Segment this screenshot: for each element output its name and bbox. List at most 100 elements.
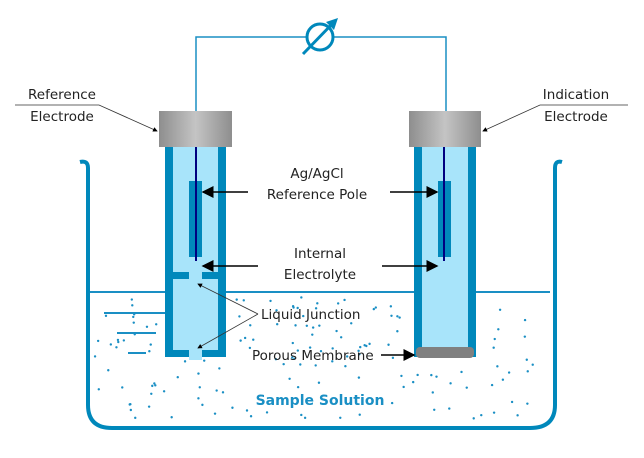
particle (480, 413, 483, 417)
particle (153, 382, 156, 385)
particle (243, 336, 247, 340)
particle (448, 407, 451, 410)
particle (238, 315, 241, 318)
particle (239, 339, 242, 342)
particle (497, 328, 500, 331)
particle (449, 382, 452, 385)
porous-membrane (416, 347, 474, 358)
particle (343, 298, 346, 302)
particle (311, 333, 314, 336)
particle (129, 408, 133, 412)
particle (507, 371, 511, 374)
particle (274, 358, 278, 361)
particle (317, 381, 321, 384)
particle (203, 359, 206, 362)
particle (245, 409, 249, 412)
particle (374, 306, 378, 309)
particle (300, 296, 303, 299)
particle (97, 388, 101, 391)
particle (531, 363, 534, 366)
particle (155, 323, 158, 326)
particle (162, 390, 166, 393)
particle (305, 324, 309, 327)
particle (291, 341, 294, 345)
particle (130, 298, 134, 301)
particle (387, 343, 390, 346)
pointer-arrows (201, 186, 439, 361)
particle (201, 403, 204, 407)
particle (291, 356, 294, 359)
particle (299, 363, 302, 366)
particle (339, 336, 343, 339)
particle (269, 299, 272, 303)
particle (132, 315, 135, 319)
particle (128, 403, 131, 406)
particle (242, 299, 245, 302)
particle (121, 386, 124, 389)
particle (350, 322, 353, 325)
particle (523, 335, 527, 338)
particle (402, 385, 405, 389)
particle (400, 374, 403, 378)
particle (359, 345, 362, 349)
particle (460, 370, 463, 374)
particle (498, 308, 502, 311)
particle (391, 356, 395, 360)
particle (132, 321, 135, 324)
particle (345, 355, 349, 358)
particle (435, 375, 438, 378)
particle (294, 324, 297, 327)
particle (501, 378, 505, 381)
particle (288, 377, 291, 381)
particle (107, 369, 110, 372)
particle (363, 344, 366, 347)
particle (296, 385, 300, 389)
particle (492, 411, 496, 414)
particle (131, 304, 134, 307)
particle (296, 349, 300, 352)
particle (368, 342, 371, 346)
particle (493, 337, 496, 341)
particle (176, 376, 179, 379)
particle (93, 355, 97, 358)
particle (302, 314, 305, 318)
particle (344, 364, 347, 368)
particle (389, 305, 393, 308)
particle (372, 307, 376, 311)
internal-electrolyte-label: Internal (294, 246, 346, 262)
particle (104, 314, 108, 318)
voltmeter-icon (301, 18, 338, 56)
particle (116, 338, 120, 342)
particle (316, 302, 319, 305)
particle (275, 309, 278, 312)
particle (526, 402, 529, 405)
particle (197, 397, 200, 400)
particle (115, 346, 118, 349)
particle (516, 414, 519, 417)
particle (430, 373, 433, 377)
particle (472, 417, 475, 420)
particle (248, 346, 252, 350)
particle (390, 314, 393, 318)
particle (213, 412, 217, 415)
particle (336, 302, 340, 305)
particle (390, 401, 394, 405)
particle (331, 347, 334, 350)
particle (431, 391, 434, 394)
particle (433, 408, 436, 411)
particle (314, 364, 317, 367)
particle (314, 307, 318, 310)
particle (117, 340, 120, 344)
porous-membrane-label: Porous Membrane (252, 348, 374, 364)
particle (318, 324, 321, 327)
particle (215, 389, 218, 392)
particle (154, 384, 157, 387)
particle (218, 367, 221, 370)
particle (398, 316, 401, 319)
particle (308, 346, 312, 349)
particle (145, 325, 149, 328)
particle (149, 343, 152, 346)
particle (303, 416, 307, 420)
particle (96, 339, 100, 343)
